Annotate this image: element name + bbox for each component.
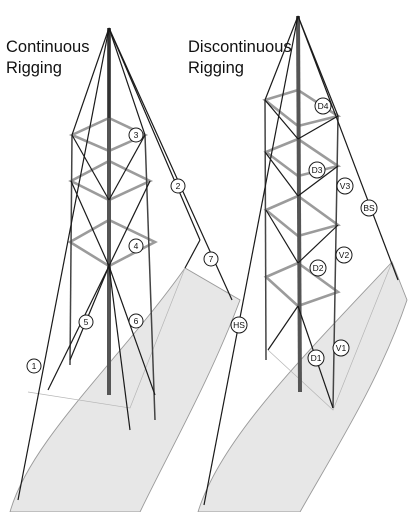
continuous-hull-side (27, 267, 186, 409)
marker-d2-label: D2 (313, 263, 324, 273)
diagonal-top-right (108, 134, 146, 201)
marker-2: 2 (170, 178, 186, 194)
marker-3: 3 (128, 127, 144, 143)
marker-d1-label: D1 (311, 353, 322, 363)
d-diag-4b (264, 99, 299, 140)
lower-diagonal-center (108, 265, 131, 431)
marker-d4-label: D4 (318, 101, 329, 111)
diagonal-top-left (71, 134, 110, 201)
cap-shroud-right (108, 27, 146, 136)
marker-1-label: 1 (32, 361, 37, 371)
marker-5-label: 5 (84, 317, 89, 327)
discontinuous-rig: D4 D3 V3 BS V2 (197, 15, 408, 512)
discontinuous-hull-side (267, 261, 393, 411)
marker-bs-label: BS (363, 203, 375, 213)
d-diag-2 (297, 224, 339, 264)
marker-v3-label: V3 (340, 181, 351, 191)
marker-4-label: 4 (134, 241, 139, 251)
continuous-markers: 1 2 3 4 5 (26, 127, 219, 374)
vertical-left (69, 134, 73, 366)
spreader-bottom (67, 218, 158, 268)
d-vertical-left (264, 99, 267, 361)
d-diag-1 (267, 305, 299, 351)
d-cap-left (264, 15, 299, 101)
d-spreader-bottom (263, 261, 341, 308)
discontinuous-rigging-title: Discontinuous Rigging (188, 38, 292, 77)
marker-d4: D4 (314, 97, 332, 115)
marker-7: 7 (203, 251, 219, 267)
d-diag-4-left (297, 115, 339, 140)
marker-hs-label: HS (233, 320, 245, 330)
marker-4: 4 (128, 238, 144, 254)
marker-7-label: 7 (209, 254, 214, 264)
continuous-verticals (69, 134, 156, 421)
backstay-to-deck (184, 239, 201, 269)
marker-d1: D1 (307, 349, 325, 367)
continuous-rigging-title: Continuous Rigging (6, 38, 90, 77)
lower-diagonal-right (108, 265, 156, 396)
diagonal-mid-right (108, 180, 151, 267)
cap-shroud-left (71, 27, 110, 136)
marker-v1: V1 (332, 339, 350, 357)
vertical-right (144, 134, 156, 421)
d-spreader-lower (263, 194, 341, 238)
d-cap-right (297, 15, 339, 117)
marker-hs: HS (230, 316, 248, 334)
lower-diagonal-left (47, 265, 110, 391)
marker-2-label: 2 (176, 181, 181, 191)
marker-v1-label: V1 (336, 343, 347, 353)
marker-6-label: 6 (134, 316, 139, 326)
marker-bs: BS (360, 199, 378, 217)
lower-shroud-left (69, 265, 110, 361)
discontinuous-verticals (264, 99, 339, 409)
d-diag-3b (264, 151, 299, 197)
d-diag-2b (265, 209, 299, 264)
discontinuous-mast (296, 15, 302, 393)
marker-d3-label: D3 (312, 165, 323, 175)
marker-v2-label: V2 (339, 250, 350, 260)
marker-v2: V2 (335, 246, 353, 264)
backstay-lower (108, 27, 201, 241)
continuous-rig: 1 2 3 4 5 (9, 27, 241, 512)
d-spreader-upper (263, 137, 342, 178)
headstay (203, 15, 299, 506)
discontinuous-rigging-lines (203, 15, 399, 506)
marker-6: 6 (128, 313, 144, 329)
marker-d2: D2 (309, 259, 327, 277)
marker-1: 1 (26, 358, 42, 374)
forestay (17, 27, 110, 501)
marker-5: 5 (78, 314, 94, 330)
discontinuous-markers: D4 D3 V3 BS V2 (230, 97, 378, 367)
marker-3-label: 3 (134, 130, 139, 140)
d-diag-3 (297, 165, 339, 197)
marker-v3: V3 (336, 177, 354, 195)
marker-d3: D3 (308, 161, 326, 179)
back-stay (297, 15, 399, 281)
d-vertical-right (332, 115, 339, 409)
diagonal-mid-left (70, 180, 110, 267)
